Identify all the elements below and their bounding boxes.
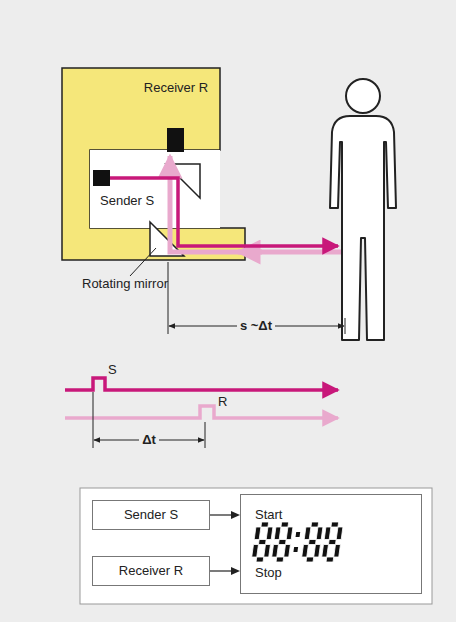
display-segment	[306, 557, 314, 562]
dimension-label: Δt	[139, 432, 159, 448]
signal-name: S	[108, 362, 117, 378]
display-segment	[272, 545, 279, 558]
sender-element	[93, 170, 110, 186]
display-segment	[328, 540, 336, 545]
dimension-tick	[205, 422, 206, 448]
display-segment	[322, 545, 329, 558]
display-segment	[256, 557, 264, 562]
seven-segment-display	[251, 522, 344, 562]
display-segment	[261, 522, 269, 527]
part-name: Rotating mirror	[82, 276, 168, 292]
sender-signal	[65, 378, 338, 390]
display-segment	[314, 545, 321, 558]
receiver-element	[167, 128, 184, 152]
display-segment	[304, 527, 311, 540]
display-segment	[308, 540, 316, 545]
signal-name: R	[218, 394, 227, 410]
housing	[62, 68, 245, 260]
display-segment	[276, 557, 284, 562]
display-segment	[286, 527, 293, 540]
sent-beam	[110, 178, 338, 246]
leader-line	[130, 248, 156, 276]
display-segment	[324, 527, 331, 540]
display-segment	[252, 545, 259, 558]
counter-box: StartStop	[240, 494, 422, 594]
connector-arrow	[210, 567, 240, 575]
display-segment	[278, 540, 286, 545]
display-colon	[296, 532, 301, 537]
display-segment	[274, 527, 281, 540]
display-segment	[336, 527, 343, 540]
dimension-tick	[168, 262, 169, 334]
arrowhead	[231, 511, 240, 519]
person-body	[330, 116, 396, 340]
connector-arrow	[210, 511, 240, 519]
process-box: Receiver R	[92, 556, 210, 586]
return-beam-head	[238, 250, 262, 255]
box-label: Sender S	[124, 507, 178, 523]
display-segment	[266, 527, 273, 540]
housing-cavity	[90, 150, 220, 228]
display-segment	[316, 527, 323, 540]
block-panel	[80, 488, 432, 604]
person-head	[346, 79, 380, 113]
dimension-tick	[93, 392, 94, 448]
port-label: Start	[255, 507, 282, 523]
display-segment	[254, 527, 261, 540]
process-box: Sender S	[92, 500, 210, 530]
part-name: Sender S	[100, 193, 154, 209]
dimension-label: s ~Δt	[237, 318, 275, 334]
display-segment	[281, 522, 289, 527]
display-colon	[293, 547, 298, 552]
port-label: Stop	[255, 565, 282, 581]
dimension-tick	[345, 318, 346, 334]
display-segment	[302, 545, 309, 558]
arrowhead	[231, 567, 240, 575]
connector-line	[210, 514, 232, 515]
display-segment	[264, 545, 271, 558]
box-label: Receiver R	[119, 563, 183, 579]
display-segment	[331, 522, 339, 527]
display-segment	[311, 522, 319, 527]
display-segment	[326, 557, 334, 562]
return-beam	[170, 156, 355, 252]
display-segment	[284, 545, 291, 558]
display-segment	[258, 540, 266, 545]
display-segment	[334, 545, 341, 558]
connector-line	[210, 570, 232, 571]
receiver-signal	[65, 406, 338, 418]
part-name: Receiver R	[144, 80, 208, 96]
